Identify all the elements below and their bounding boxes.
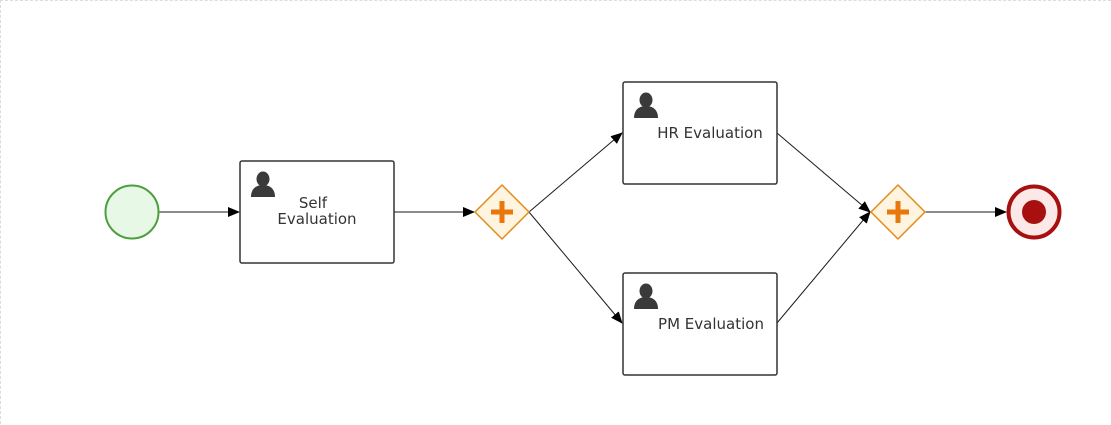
task-pm-evaluation[interactable]: PM Evaluation bbox=[622, 272, 778, 376]
terminate-end-event-icon bbox=[1022, 200, 1046, 224]
parallel-gateway-join[interactable] bbox=[869, 183, 927, 241]
flow-pm-to-join[interactable] bbox=[776, 211, 871, 324]
task-hr-evaluation-label: HR Evaluation bbox=[657, 124, 763, 142]
task-self-evaluation[interactable]: Self Evaluation bbox=[239, 160, 395, 264]
task-self-evaluation-label-line2: Evaluation bbox=[277, 210, 356, 228]
flow-split-to-pm[interactable] bbox=[528, 211, 623, 324]
task-pm-evaluation-label: PM Evaluation bbox=[658, 315, 764, 333]
parallel-gateway-plus-icon bbox=[887, 201, 909, 223]
user-icon bbox=[634, 283, 658, 309]
user-icon bbox=[251, 171, 275, 197]
user-icon bbox=[634, 92, 658, 118]
parallel-gateway-split[interactable] bbox=[473, 183, 531, 241]
flow-split-to-hr[interactable] bbox=[528, 132, 623, 213]
flow-hr-to-join[interactable] bbox=[776, 132, 871, 213]
parallel-gateway-plus-icon bbox=[491, 201, 513, 223]
start-event[interactable] bbox=[104, 184, 160, 240]
task-self-evaluation-label-line1: Self bbox=[299, 194, 328, 212]
end-event-terminate[interactable] bbox=[1006, 184, 1062, 240]
task-hr-evaluation[interactable]: HR Evaluation bbox=[622, 81, 778, 185]
